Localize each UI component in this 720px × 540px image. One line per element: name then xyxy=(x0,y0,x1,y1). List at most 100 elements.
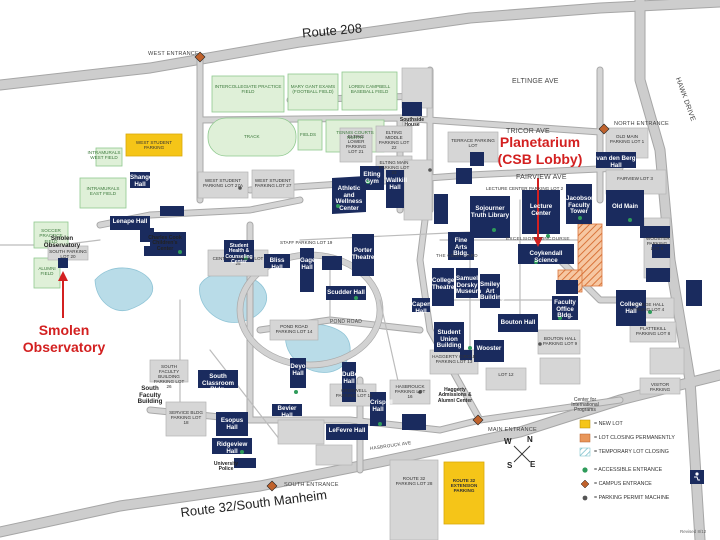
wallkill-label: Wallkill Hall xyxy=(386,177,408,191)
college-hall-label: College Hall xyxy=(619,301,643,315)
accessible-markers xyxy=(178,180,652,454)
south-classroom-label: South Classroom Bldg. xyxy=(202,373,234,393)
route32-ext-label: ROUTE 32 EXTENSION PARKING xyxy=(450,478,478,494)
soccer-practice-label: SOCCER PRACTICE FIELD xyxy=(39,228,63,244)
south-faculty-lot-label: SOUTH FACULTY BUILDING PARKING LOT 26 xyxy=(153,364,185,390)
gage-label: Gage Hall xyxy=(300,257,316,271)
fairview-ave-label: FAIRVIEW AVE xyxy=(516,174,567,181)
entrance-icon xyxy=(266,480,278,492)
elting-main-label: ELTING MAIN PARKING LOT 23 xyxy=(378,160,410,176)
athletic-center-label: Athletic and Wellness Center xyxy=(335,185,363,212)
elting-middle-label: ELTING MIDDLE PARKING LOT 22 xyxy=(378,130,410,151)
visitor-lot-label: VISITOR PARKING xyxy=(649,382,671,393)
lot-13-label: HAGGERTY CIRCLE PARKING LOT 13 xyxy=(432,354,476,365)
shango-label: Shango Hall xyxy=(130,174,153,188)
pond-center xyxy=(199,272,268,323)
coykendall-label: Coykendall Science xyxy=(529,250,563,264)
fine-arts-label: Fine Arts Bldg. xyxy=(453,237,469,257)
legend-new-lot: = NEW LOT xyxy=(594,421,623,427)
jacobson-label: Jacobson Faculty Tower xyxy=(566,195,595,215)
legend-accessible: = ACCESSIBLE ENTRANCE xyxy=(594,467,663,473)
wooster-label: Wooster xyxy=(476,345,502,352)
planetarium-subtitle: (CSB Lobby) xyxy=(497,150,583,167)
planetarium-title: Planetarium xyxy=(499,134,581,150)
route32-lot-label: ROUTE 32 PARKING LOT 28 xyxy=(395,476,433,487)
deyo-label: Deyo Hall xyxy=(290,363,306,377)
compass-n: N xyxy=(527,435,533,444)
lenape-label: Lenape Hall xyxy=(112,218,148,225)
southside-house-label: Southside House xyxy=(399,117,425,129)
north-entrance-label: NORTH ENTRANCE xyxy=(614,121,669,127)
lot-11-label: CROSWELL PARKING LOT 11 xyxy=(335,388,373,399)
bevier-label: Bevier Hall xyxy=(277,405,297,419)
west-student-lot-label: WEST STUDENT PARKING xyxy=(135,140,173,151)
lecture-center-label: Lecture Center xyxy=(529,203,553,217)
lot-27-label: WEST STUDENT PARKING LOT 27 xyxy=(254,178,292,189)
college-theatre-label: College Theatre xyxy=(432,277,455,291)
tricor-ave-label: TRICOR AVE xyxy=(506,128,550,135)
entrance-icon xyxy=(472,414,484,426)
smolen-subtitle: Observatory xyxy=(22,338,106,355)
elting-gym-label: Elting Gym xyxy=(363,171,381,185)
center-intl-programs-label: Center for International Programs xyxy=(571,397,599,413)
haggerty-label: Haggerty Admissions & Alumni Center xyxy=(437,387,473,404)
west-entrance-label: WEST ENTRANCE xyxy=(148,51,199,57)
sojourner-truth-label: Sojourner Truth Library xyxy=(470,205,510,219)
compass-w: W xyxy=(504,437,512,446)
smolen-title: Smolen xyxy=(38,322,90,338)
sports-fields xyxy=(33,71,398,289)
new-lot-route32 xyxy=(443,461,485,525)
alumni-field-label: ALUMNI FIELD xyxy=(38,266,56,277)
samuel-dorsky-label: Samuel Dorsky Museum xyxy=(456,275,482,295)
lefevre-label: LeFevre Hall xyxy=(328,427,366,434)
revised-date: Revised 8/12 xyxy=(680,529,707,534)
lecture-lot-label: LECTURE CENTER PARKING LOT 2 xyxy=(486,186,564,191)
legend-campus-entrance: = CAMPUS ENTRANCE xyxy=(594,481,652,487)
legend-temp-closing: = TEMPORARY LOT CLOSING xyxy=(594,449,669,455)
courtyard-label: THE COURTYARD xyxy=(436,253,478,258)
university-police-label: University Police xyxy=(213,461,239,473)
mary-gant-field-label: MARY GANT EXAMS (FOOTBALL FIELD) xyxy=(290,84,336,95)
compass-s: S xyxy=(507,461,513,470)
wooster-lot-label: WOOSTER PARKING LOT 6 xyxy=(646,236,670,252)
smolen-callout: Smolen Observatory xyxy=(6,322,122,356)
staff-lot-label: STAFF PARKING LOT 19 xyxy=(280,240,333,245)
fields-label: FIELDS xyxy=(300,132,317,137)
dubois-label: DuBois Hall xyxy=(342,371,364,385)
buildings xyxy=(58,102,702,468)
student-health-label: Student Health & Counseling Center xyxy=(225,243,253,265)
student-union-label: Student Union Building xyxy=(436,329,462,349)
scudder-label: Scudder Hall xyxy=(327,289,365,296)
planetarium-callout: Planetarium (CSB Lobby) xyxy=(492,134,588,168)
pond-west xyxy=(94,267,153,312)
terrace-lot-label: TERRACE PARKING LOT xyxy=(451,138,495,149)
main-entrance-label: MAIN ENTRANCE xyxy=(488,427,537,433)
south-faculty-label: South Faculty Building xyxy=(137,385,163,405)
lot-27a-label: WEST STUDENT PARKING LOT 27A xyxy=(203,178,243,189)
legend-closing-perm: = LOT CLOSING PERMANENTLY xyxy=(594,435,675,441)
smolen-obs-map-label: Smolen Observatory xyxy=(43,235,81,249)
south-entrance-label: SOUTH ENTRANCE xyxy=(284,482,339,488)
lot-12-label: LOT 12 xyxy=(498,372,514,377)
south-lot-label: SOUTH PARKING LOT 20 xyxy=(49,249,87,260)
lot-14-label: POND ROAD PARKING LOT 14 xyxy=(275,324,313,335)
faculty-office-label: Faculty Office Bldg. xyxy=(554,299,576,319)
college-hall-lot-label: COLLEGE HALL PARKING LOT 4 xyxy=(629,302,665,313)
ridgeview-label: Ridgeview Hall xyxy=(216,441,248,455)
bliss-label: Bliss Hall xyxy=(269,257,285,271)
legend-swatches xyxy=(579,419,704,501)
intercollegiate-field-label: INTERCOLLEGIATE PRACTICE FIELD xyxy=(214,84,282,95)
charles-cook-label: Charles Cook Children's Center xyxy=(148,235,182,252)
tennis-courts-label: TENNIS COURTS NORTH xyxy=(336,130,374,141)
pond-road-label: POND ROAD xyxy=(330,319,363,325)
track-label: TRACK xyxy=(244,134,260,139)
parking-lots xyxy=(47,67,685,540)
platterkill-lot-label: PLATTEKILL PARKING LOT 8 xyxy=(635,326,671,337)
compass-e: E xyxy=(530,460,536,469)
old-main-label: Old Main xyxy=(611,203,639,210)
new-lot-west-student xyxy=(125,133,183,157)
intramural-west-label: INTRAMURALS WEST FIELD xyxy=(87,150,121,161)
